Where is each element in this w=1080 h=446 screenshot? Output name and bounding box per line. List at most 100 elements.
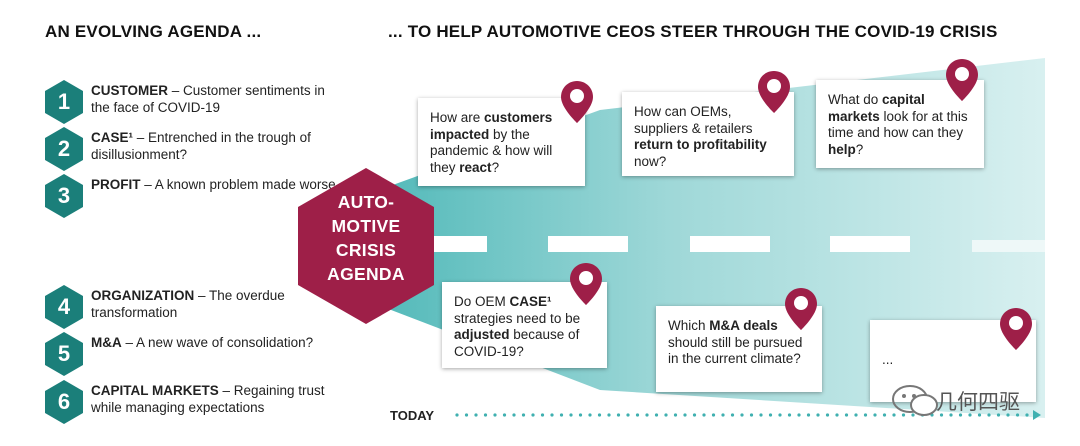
- watermark-text: 几何四驱: [936, 391, 1020, 414]
- timeline-dot: [740, 413, 744, 417]
- card-text-bold: CASE¹: [509, 294, 552, 309]
- agenda-title: PROFIT: [91, 177, 141, 192]
- timeline-arrow-icon: [1033, 410, 1041, 420]
- road-dash: [830, 236, 910, 252]
- timeline-dot: [958, 413, 963, 417]
- agenda-number: 4: [57, 294, 71, 319]
- map-pin-icon: [561, 81, 593, 123]
- agenda-desc: – A new wave of consolidation?: [121, 335, 314, 350]
- card-text-part: ?: [491, 159, 500, 175]
- timeline-dot: [996, 413, 1001, 417]
- timeline-dot: [483, 413, 488, 417]
- timeline-dot: [616, 413, 621, 417]
- timeline-dot: [711, 413, 716, 417]
- card-text-bold: return to profitability: [634, 137, 767, 152]
- timeline-dot: [882, 413, 887, 417]
- timeline-dot: [721, 413, 725, 417]
- card-text-part: How are: [430, 110, 485, 125]
- timeline-dot: [521, 413, 526, 417]
- timeline-dot: [512, 413, 516, 417]
- road-dash: [548, 236, 628, 252]
- agenda-text: M&A – A new wave of consolidation?: [91, 335, 336, 352]
- card-text-part: strategies need to be: [454, 310, 581, 326]
- timeline-dot: [531, 413, 535, 417]
- card-oems: How can OEMs, suppliers & retailers retu…: [622, 92, 794, 176]
- timeline-dot: [977, 413, 982, 417]
- agenda-desc: – A known problem made worse: [140, 177, 336, 192]
- left-heading: AN EVOLVING AGENDA ...: [45, 22, 262, 41]
- map-pin-icon: [785, 288, 817, 330]
- card-text-part: by the pandemic & how will they: [430, 126, 553, 175]
- timeline-dot: [502, 413, 507, 417]
- right-heading: ... TO HELP AUTOMOTIVE CEOS STEER THROUG…: [388, 22, 998, 41]
- timeline-dot: [645, 413, 649, 417]
- timeline-dot: [892, 413, 896, 417]
- timeline-dot: [1015, 413, 1020, 417]
- timeline-dot: [493, 413, 497, 417]
- map-pin-icon: [1000, 308, 1032, 350]
- timeline-dot: [778, 413, 782, 417]
- agenda-desc: – Regaining trust while managing expecta…: [91, 383, 325, 415]
- timeline-dot: [455, 413, 459, 417]
- agenda-number: 2: [57, 136, 71, 161]
- card-text: How are customers impacted by the pandem…: [430, 110, 577, 176]
- agenda-text: PROFIT – A known problem made worse: [91, 177, 336, 194]
- map-pin-icon: [570, 263, 602, 305]
- timeline-dot: [806, 413, 811, 417]
- card-text: How can OEMs, suppliers & retailers retu…: [634, 104, 786, 170]
- timeline-dot: [683, 413, 687, 417]
- timeline-dot: [987, 413, 991, 417]
- agenda-title: CASE¹: [91, 130, 134, 145]
- timeline-dots: [455, 410, 1041, 420]
- card-text-bold: M&A deals: [709, 318, 778, 333]
- agenda-desc: – Entrenched in the trough of disillusio…: [91, 130, 311, 162]
- timeline-dot: [797, 413, 801, 417]
- card-text-part: Which: [668, 318, 710, 333]
- center-hexagon: [298, 168, 434, 324]
- center-line: CRISIS: [335, 240, 397, 260]
- timeline-dot: [673, 413, 678, 417]
- timeline-dot: [540, 413, 545, 417]
- timeline-dot: [730, 413, 735, 417]
- card-text-bold: adjusted: [454, 327, 510, 342]
- road-dash: [690, 236, 770, 252]
- timeline-dot: [692, 413, 697, 417]
- card-text: ...: [882, 352, 894, 367]
- timeline-dot: [702, 413, 706, 417]
- center-line: AUTO-: [337, 192, 395, 212]
- card-customers: How are customers impacted by the pandem…: [418, 98, 585, 186]
- agenda-number: 1: [57, 89, 71, 114]
- card-text-part: now?: [634, 153, 667, 169]
- card-text-part: Do OEM: [454, 294, 510, 309]
- timeline-dot: [607, 413, 611, 417]
- agenda-title: M&A: [91, 335, 122, 350]
- timeline-dot: [816, 413, 820, 417]
- timeline-dot: [911, 413, 915, 417]
- timeline-dot: [873, 413, 877, 417]
- timeline-dot: [597, 413, 602, 417]
- timeline-dot: [464, 413, 469, 417]
- agenda-number: 6: [57, 389, 71, 414]
- timeline-dot: [559, 413, 564, 417]
- agenda-text: ORGANIZATION – The overdue transformatio…: [91, 288, 336, 321]
- card-text: Which M&A deals should still be pursued …: [668, 318, 814, 368]
- timeline-dot: [1025, 413, 1029, 417]
- center-title: AUTO- MOTIVE CRISIS AGENDA: [298, 190, 434, 286]
- card-text-part: ?: [855, 141, 864, 157]
- agenda-title: CAPITAL MARKETS: [91, 383, 219, 398]
- agenda-desc: – The overdue transformation: [91, 288, 285, 320]
- timeline-dot: [578, 413, 583, 417]
- card-text-bold: help: [828, 141, 856, 157]
- agenda-number: 3: [57, 183, 71, 208]
- timeline-dot: [863, 413, 868, 417]
- wechat-icon: [892, 385, 938, 416]
- card-text-bold: react: [459, 159, 492, 175]
- hexagon-icon: [45, 285, 83, 329]
- timeline-dot: [768, 413, 773, 417]
- hexagon-icon: [45, 80, 83, 124]
- hexagon-icon: [45, 174, 83, 218]
- center-line: AGENDA: [327, 264, 405, 284]
- timeline-dot: [759, 413, 763, 417]
- agenda-title: CUSTOMER: [91, 83, 169, 98]
- agenda-text: CUSTOMER – Customer sentiments in the fa…: [91, 83, 336, 116]
